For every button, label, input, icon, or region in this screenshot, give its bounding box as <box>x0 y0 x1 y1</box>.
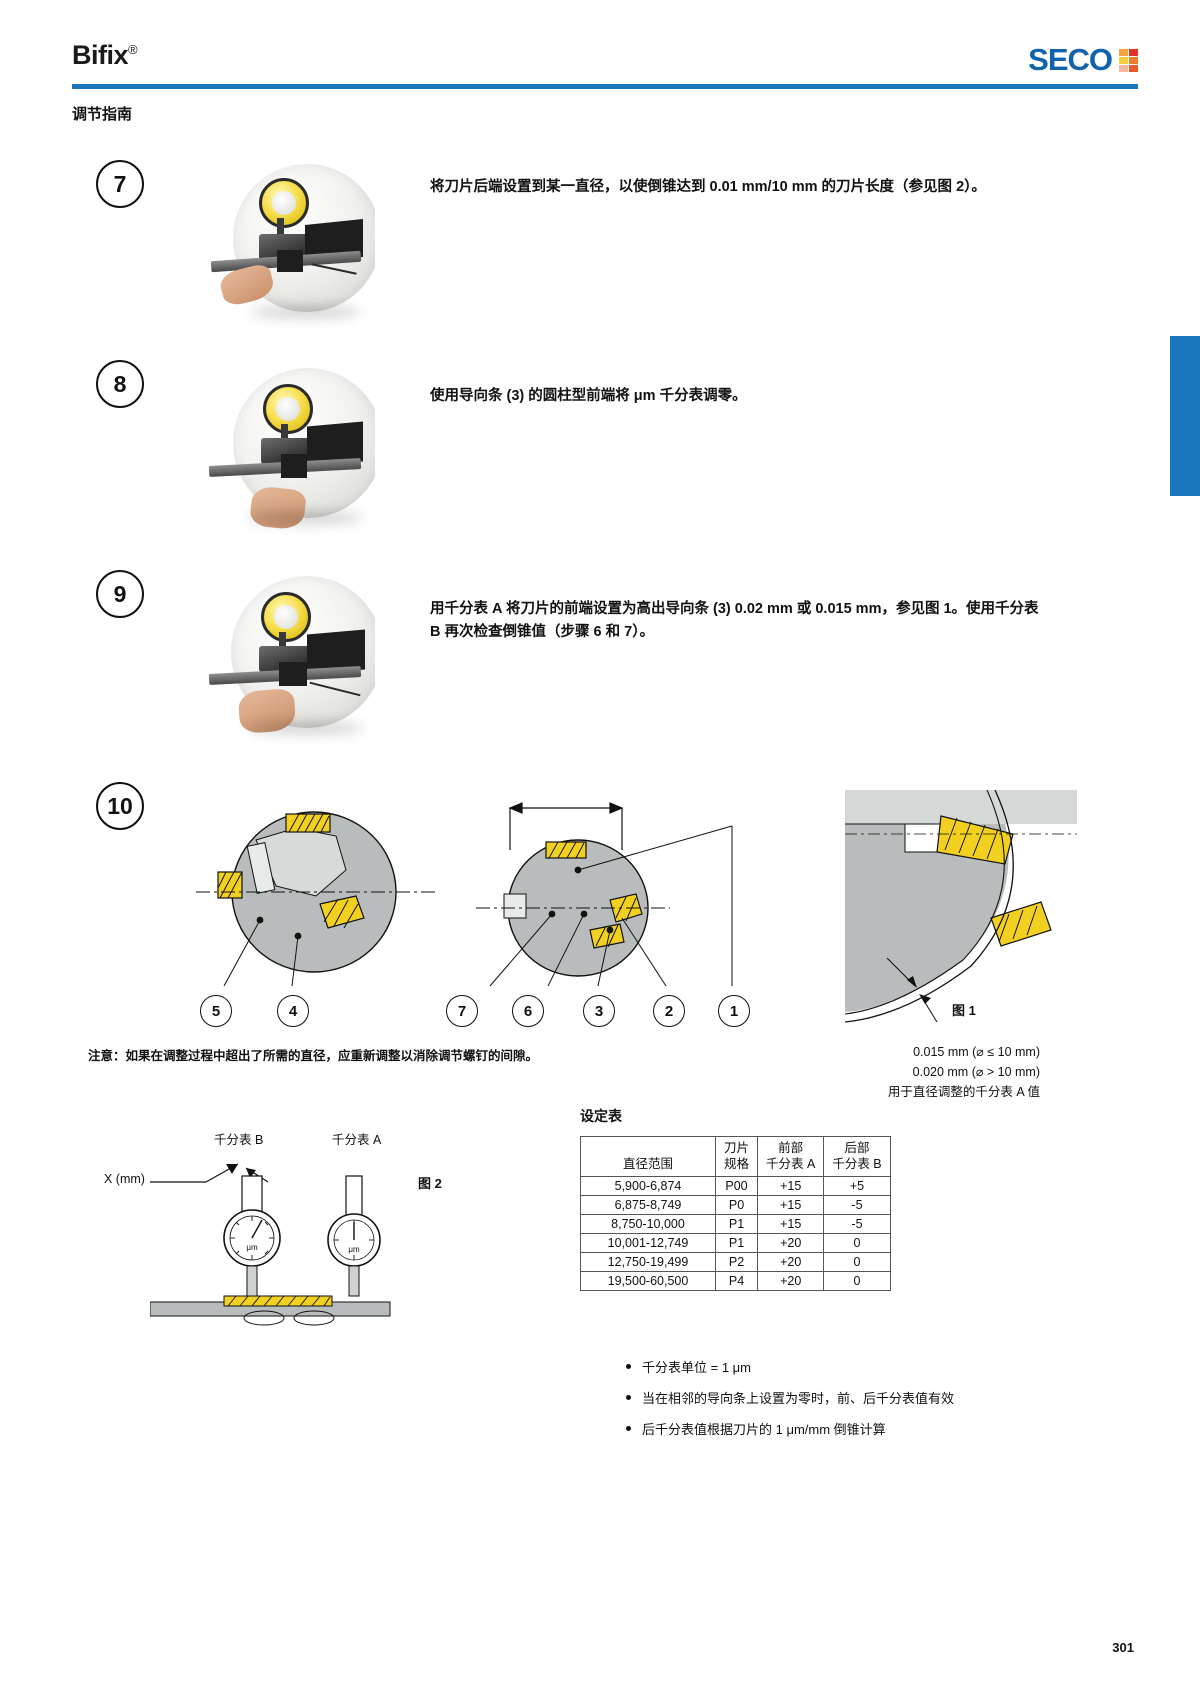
cell-diameter: 5,900-6,874 <box>580 1176 716 1197</box>
notes-list: 千分表单位 = 1 μm 当在相邻的导向条上设置为零时，前、后千分表值有效 后千… <box>586 1357 954 1450</box>
col-header-diameter-l2: 直径范围 <box>622 1156 673 1171</box>
cell-gauge-a: +20 <box>757 1233 825 1254</box>
section-title: 调节指南 <box>72 106 133 123</box>
fig2-label: 图 2 <box>418 1176 442 1191</box>
cell-gauge-a: +20 <box>757 1271 825 1292</box>
seco-logo: SECO <box>1028 42 1138 78</box>
tolerance-line-1: 0.015 mm (⌀ ≤ 10 mm) <box>913 1045 1040 1059</box>
callout-2: 2 <box>653 995 685 1027</box>
cell-insert: P2 <box>714 1252 759 1273</box>
x-mm-label: X (mm) <box>104 1172 145 1186</box>
cell-gauge-b: -5 <box>823 1195 891 1216</box>
logo-color-grid <box>1119 48 1138 72</box>
table-row: 6,875-8,749 P0 +15 -5 <box>580 1195 891 1216</box>
setting-table: 直径范围 刀片 规格 前部 千分表 A 后部 千分表 B 5,900-6,874 <box>580 1135 891 1292</box>
cell-diameter: 19,500-60,500 <box>580 1271 716 1292</box>
step-number-10: 10 <box>96 782 144 830</box>
registered-mark: ® <box>128 42 138 57</box>
cell-gauge-b: +5 <box>823 1176 891 1197</box>
cell-insert: P1 <box>714 1214 759 1235</box>
caution-note: 注意：如果在调整过程中超出了所需的直径，应重新调整以消除调节螺钉的间隙。 <box>88 1049 539 1063</box>
page-number: 301 <box>1112 1640 1134 1655</box>
cell-gauge-a: +15 <box>757 1176 825 1197</box>
callout-5: 5 <box>200 995 232 1027</box>
header-divider <box>72 84 1138 89</box>
fig2-gauges-diagram: μm μm <box>150 1163 391 1326</box>
cell-insert: P0 <box>714 1195 759 1216</box>
page-title: Bifix® <box>72 40 138 71</box>
step-photo-8 <box>203 362 375 540</box>
callout-7: 7 <box>446 995 478 1027</box>
cell-insert: P4 <box>714 1271 759 1292</box>
list-item: 千分表单位 = 1 μm <box>626 1357 954 1376</box>
table-row: 19,500-60,500 P4 +20 0 <box>580 1271 891 1292</box>
tolerance-line-2: 0.020 mm (⌀ > 10 mm) <box>912 1065 1040 1079</box>
product-name: Bifix <box>72 40 129 70</box>
table-row: 5,900-6,874 P00 +15 +5 <box>580 1176 891 1197</box>
tool-diagram-left <box>196 811 436 987</box>
tool-detail-fig1 <box>845 790 1077 1023</box>
cell-insert: P1 <box>714 1233 759 1254</box>
col-header-insert-l1: 刀片 <box>724 1141 750 1155</box>
col-header-gauge-a-l1: 前部 <box>778 1141 804 1155</box>
table-row: 10,001-12,749 P1 +20 0 <box>580 1233 891 1254</box>
side-index-tab <box>1170 336 1200 496</box>
table-row: 12,750-19,499 P2 +20 0 <box>580 1252 891 1273</box>
list-item: 当在相邻的导向条上设置为零时，前、后千分表值有效 <box>626 1388 954 1407</box>
step-photo-7 <box>203 156 375 334</box>
tolerance-note: 0.015 mm (⌀ ≤ 10 mm) 0.020 mm (⌀ > 10 mm… <box>760 1042 1040 1102</box>
gauge-b-label: 千分表 B <box>214 1133 264 1147</box>
cell-diameter: 8,750-10,000 <box>580 1214 716 1235</box>
col-header-diameter: 直径范围 <box>580 1135 716 1178</box>
col-header-insert: 刀片 规格 <box>714 1135 759 1178</box>
col-header-diameter-l1 <box>589 1141 707 1157</box>
table-row: 8,750-10,000 P1 +15 -5 <box>580 1214 891 1235</box>
setting-table-title: 设定表 <box>580 1108 622 1124</box>
col-header-gauge-a: 前部 千分表 A <box>757 1135 825 1178</box>
tolerance-line-3: 用于直径调整的千分表 A 值 <box>887 1085 1040 1099</box>
step-text-8: 使用导向条 (3) 的圆柱型前端将 μm 千分表调零。 <box>430 388 747 404</box>
step-photo-9 <box>203 570 375 748</box>
cell-gauge-b: -5 <box>823 1214 891 1235</box>
cell-insert: P00 <box>714 1176 759 1197</box>
cell-gauge-b: 0 <box>823 1233 891 1254</box>
step-number-8: 8 <box>96 360 144 408</box>
col-header-gauge-a-l2: 千分表 A <box>766 1156 816 1171</box>
col-header-gauge-b-l1: 后部 <box>844 1141 870 1155</box>
table-header-row: 直径范围 刀片 规格 前部 千分表 A 后部 千分表 B <box>580 1135 891 1178</box>
callout-3: 3 <box>583 995 615 1027</box>
cell-gauge-a: +20 <box>757 1252 825 1273</box>
callout-1: 1 <box>718 995 750 1027</box>
cell-diameter: 10,001-12,749 <box>580 1233 716 1254</box>
cell-gauge-a: +15 <box>757 1195 825 1216</box>
callout-6: 6 <box>512 995 544 1027</box>
cell-gauge-b: 0 <box>823 1271 891 1292</box>
tool-diagram-middle <box>476 802 733 987</box>
step-text-9: 用千分表 A 将刀片的前端设置为高出导向条 (3) 0.02 mm 或 0.01… <box>430 601 1039 641</box>
col-header-gauge-b-l2: 千分表 B <box>832 1156 882 1171</box>
svg-text:μm: μm <box>246 1243 258 1252</box>
step-text-7: 将刀片后端设置到某一直径，以使倒锥达到 0.01 mm/10 mm 的刀片长度（… <box>430 179 986 195</box>
cell-diameter: 12,750-19,499 <box>580 1252 716 1273</box>
step-number-7: 7 <box>96 160 144 208</box>
cell-gauge-b: 0 <box>823 1252 891 1273</box>
list-item: 后千分表值根据刀片的 1 μm/mm 倒锥计算 <box>626 1419 954 1438</box>
cell-diameter: 6,875-8,749 <box>580 1195 716 1216</box>
gauge-a-label: 千分表 A <box>332 1133 382 1147</box>
svg-text:μm: μm <box>348 1245 360 1254</box>
col-header-insert-l2: 规格 <box>724 1156 750 1171</box>
col-header-gauge-b: 后部 千分表 B <box>823 1135 891 1178</box>
cell-gauge-a: +15 <box>757 1214 825 1235</box>
logo-wordmark: SECO <box>1028 42 1113 77</box>
fig1-label: 图 1 <box>952 1003 976 1018</box>
step-number-9: 9 <box>96 570 144 618</box>
callout-4: 4 <box>277 995 309 1027</box>
